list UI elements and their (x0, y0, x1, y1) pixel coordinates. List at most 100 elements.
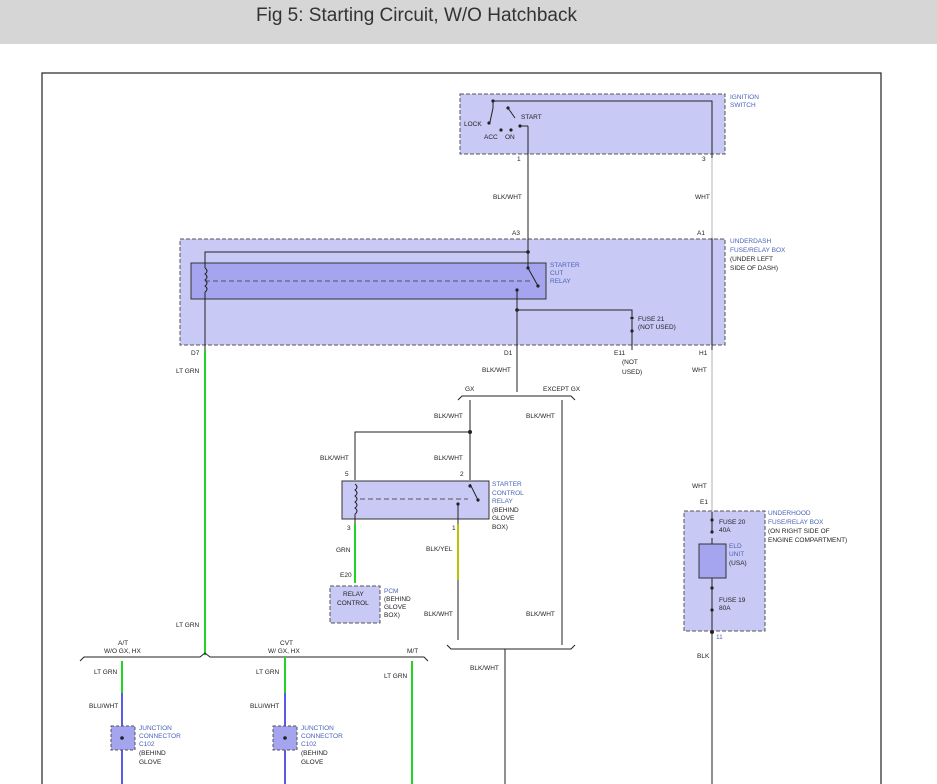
wire-label-blk-wht-3: BLK/WHT (434, 413, 463, 420)
eld-unit-note: (USA) (729, 560, 747, 567)
fuse-20-rating: 40A (719, 527, 731, 534)
ignition-pin-1: 1 (517, 156, 521, 163)
junction-1-name-1: JUNCTION (139, 725, 172, 732)
e11-note-1: (NOT (622, 359, 638, 366)
scr-pin-3: 3 (347, 525, 351, 532)
junction-1-name-3: C102 (139, 741, 155, 748)
scr-location-1: (BEHIND (492, 507, 519, 514)
branch-split-marker-top (457, 395, 576, 401)
ignition-on-label: ON (505, 134, 515, 141)
pcm-box-text-2: CONTROL (337, 600, 369, 607)
scr-pin-5: 5 (345, 471, 349, 478)
underdash-pin-a1: A1 (697, 230, 705, 237)
scr-name-1: STARTER (492, 481, 522, 488)
wire-label-lt-grn-1: LT GRN (176, 368, 200, 375)
wire-label-blk-wht-8: BLK/WHT (526, 611, 555, 618)
wire-label-blk-wht-1: BLK/WHT (493, 194, 522, 201)
underhood-pin-11: 11 (716, 634, 723, 641)
wire-label-blk-wht-6: BLK/WHT (434, 455, 463, 462)
wire-label-blu-wht-1: BLU/WHT (89, 703, 118, 710)
underhood-location-1: (ON RIGHT SIDE OF (768, 528, 830, 535)
wire-label-wht-1: WHT (695, 194, 710, 201)
fuse-19-rating: 80A (719, 605, 731, 612)
pcm-box (329, 585, 381, 624)
underdash-pin-h1: H1 (699, 350, 708, 357)
fuse-21-note: (NOT USED) (638, 324, 676, 331)
ignition-acc-label: ACC (484, 134, 498, 141)
branch-except-gx: EXCEPT GX (543, 386, 581, 393)
junction-1-location-2: GLOVE (139, 759, 162, 766)
fuse-19-label: FUSE 19 (719, 597, 746, 604)
starter-cut-relay-name-3: RELAY (550, 278, 571, 285)
bottom-branch-bus (79, 652, 429, 662)
branch-gx: GX (465, 386, 475, 393)
eld-unit-name-1: ELD (729, 543, 742, 550)
underdash-location-2: SIDE OF DASH) (730, 265, 778, 272)
pcm-box-text-1: RELAY (343, 591, 364, 598)
junction-2-location-2: GLOVE (301, 759, 324, 766)
underdash-pin-d1: D1 (504, 350, 513, 357)
wire-label-lt-grn-2: LT GRN (176, 622, 200, 629)
wire-label-blk-wht-5: BLK/WHT (320, 455, 349, 462)
scr-pin-1: 1 (452, 525, 456, 532)
ignition-lock-label: LOCK (464, 121, 482, 128)
e11-note-2: USED) (622, 369, 642, 376)
fuse-21-label: FUSE 21 (638, 316, 665, 323)
branch-split-marker-bottom (446, 644, 576, 650)
underdash-name-1: UNDERDASH (730, 238, 771, 245)
wire-label-lt-grn-4: LT GRN (256, 669, 280, 676)
wire-label-wht-3: WHT (692, 483, 707, 490)
junction-2-name-3: C102 (301, 741, 317, 748)
branch-at-2: W/O GX, HX (104, 648, 142, 655)
junction-2-location-1: (BEHIND (301, 750, 328, 757)
pcm-location-1: (BEHIND (384, 596, 411, 603)
ignition-switch-name-1: IGNITION (730, 94, 759, 101)
ignition-pin-3: 3 (702, 156, 706, 163)
underdash-pin-a3: A3 (512, 230, 520, 237)
pcm-pin: E20 (340, 572, 352, 579)
junction-1-name-2: CONNECTOR (139, 733, 181, 740)
starter-control-relay (341, 480, 490, 520)
eld-unit (698, 543, 727, 579)
eld-unit-name-2: UNIT (729, 551, 744, 558)
ignition-start-label: START (521, 114, 542, 121)
pcm-location-3: BOX) (384, 612, 400, 619)
wire-label-grn: GRN (336, 547, 351, 554)
branch-at-1: A/T (118, 640, 128, 647)
diagram-frame (41, 72, 882, 784)
scr-location-3: BOX) (492, 524, 508, 531)
figure-title: Fig 5: Starting Circuit, W/O Hatchback (256, 5, 577, 26)
figure-header: Fig 5: Starting Circuit, W/O Hatchback (0, 0, 937, 44)
branch-cvt-2: W/ GX, HX (268, 648, 300, 655)
wire-label-blk-wht-2: BLK/WHT (482, 367, 511, 374)
pcm-name: PCM (384, 588, 398, 595)
scr-location-2: GLOVE (492, 515, 515, 522)
underhood-pin-e1: E1 (700, 499, 708, 506)
wire-label-blk: BLK (697, 653, 710, 660)
scr-name-3: RELAY (492, 498, 513, 505)
wire-label-wht-2: WHT (692, 367, 707, 374)
branch-cvt-1: CVT (280, 640, 293, 647)
branch-mt: M/T (407, 648, 418, 655)
wire-label-blu-wht-2: BLU/WHT (250, 703, 279, 710)
starter-cut-relay-name-2: CUT (550, 270, 563, 277)
ignition-switch-name-2: SWITCH (730, 102, 756, 109)
fuse-20-label: FUSE 20 (719, 519, 746, 526)
underhood-location-2: ENGINE COMPARTMENT) (768, 537, 847, 544)
underhood-name-2: FUSE/RELAY BOX (768, 519, 824, 526)
wire-label-lt-grn-3: LT GRN (94, 669, 118, 676)
wire-label-blk-wht-9: BLK/WHT (470, 665, 499, 672)
underdash-name-2: FUSE/RELAY BOX (730, 247, 786, 254)
underdash-pin-d7: D7 (191, 350, 200, 357)
underhood-name-1: UNDERHOOD (768, 510, 811, 517)
underdash-internal-wiring (204, 238, 713, 350)
scr-pin-2: 2 (460, 471, 464, 478)
underdash-pin-e11: E11 (614, 350, 625, 357)
underdash-location-1: (UNDER LEFT (730, 256, 773, 263)
ignition-switch-box (459, 93, 726, 155)
wire-label-blk-yel: BLK/YEL (426, 546, 453, 553)
wire-label-blk-wht-4: BLK/WHT (526, 413, 555, 420)
junction-2-name-1: JUNCTION (301, 725, 334, 732)
wire-label-lt-grn-5: LT GRN (384, 673, 408, 680)
